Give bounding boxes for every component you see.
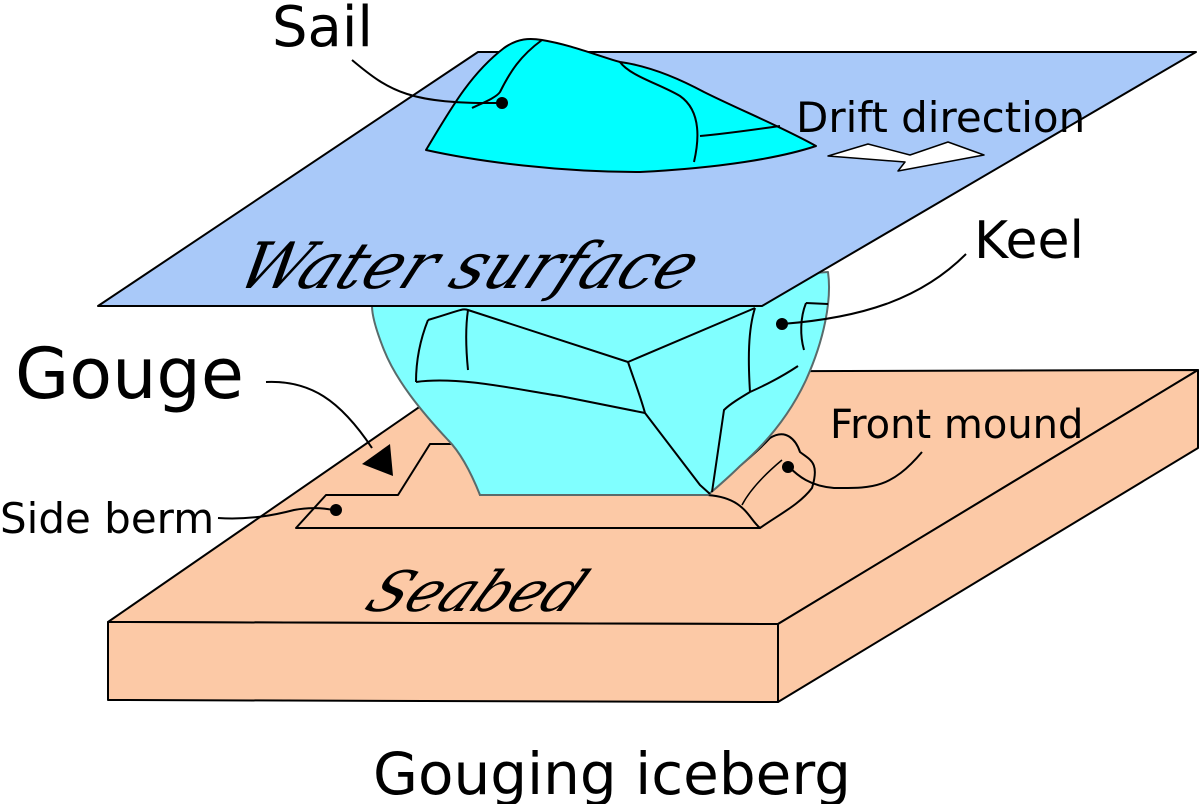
gouge-arrowhead	[362, 444, 393, 476]
drift-direction-arrow	[827, 141, 985, 172]
seabed-front	[107, 621, 779, 703]
side-berm-leader-dot	[330, 504, 342, 516]
front-mound-leader-line	[787, 451, 923, 490]
diagram-caption: Gouging iceberg	[373, 740, 851, 804]
keel-label: Keel	[974, 211, 1084, 271]
seabed-side	[777, 369, 1199, 703]
iceberg-sail	[425, 38, 817, 173]
gouge-arrow-line	[265, 380, 373, 449]
keel-leader-dot	[776, 318, 788, 330]
water-surface-label: Water surface	[226, 229, 712, 303]
front-mound-leader-dot	[782, 461, 794, 473]
side-berm-label: Side berm	[0, 494, 214, 543]
sail-label: Sail	[272, 0, 373, 60]
side-berm-leader-line	[217, 507, 335, 520]
sail-leader-dot	[496, 97, 508, 109]
sail-leader-line	[351, 59, 503, 105]
front-mound-label: Front mound	[830, 402, 1083, 448]
keel-leader-line	[781, 253, 967, 325]
iceberg-keel	[371, 271, 831, 496]
seabed-label: Seabed	[355, 560, 600, 626]
drift-direction-label: Drift direction	[796, 93, 1085, 142]
gouge-label: Gouge	[15, 333, 244, 415]
water-surface-plane	[97, 51, 1197, 307]
